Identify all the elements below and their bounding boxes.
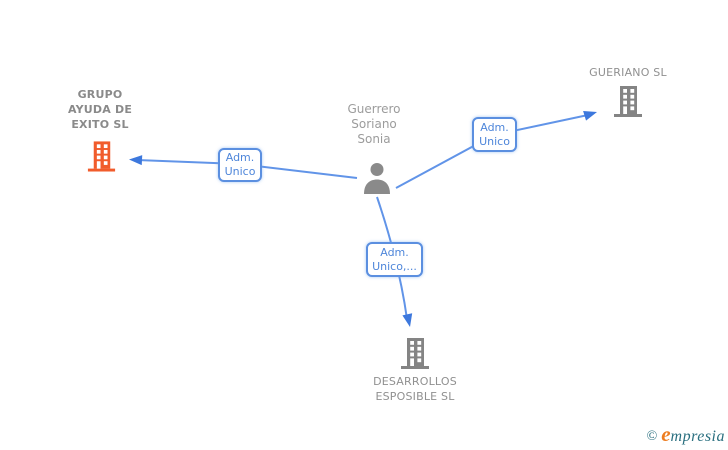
edge-label-adm-unico-gueriano[interactable]: Adm. Unico (472, 117, 517, 152)
person-icon[interactable] (361, 162, 393, 198)
node-label-gueriano[interactable]: GUERIANO SL (568, 65, 688, 80)
building-icon[interactable] (85, 139, 118, 176)
edge-label-adm-unico-grupo[interactable]: Adm. Unico (218, 148, 262, 182)
node-label-grupo-ayuda[interactable]: GRUPO AYUDA DE EXITO SL (40, 87, 160, 132)
edge-label-line: Unico (479, 134, 510, 148)
arrowhead (583, 111, 597, 121)
node-label-line: Sonia (357, 132, 391, 146)
node-label-line: GRUPO (77, 88, 123, 101)
edge-label-line: Adm. (225, 151, 255, 164)
edge-label-line: Adm. (380, 245, 409, 259)
arrowhead (129, 155, 143, 166)
edge-label-line: Unico (224, 165, 256, 178)
node-label-line: Guerrero (347, 102, 401, 116)
edge-label-line: Unico,... (372, 259, 417, 273)
node-label-line: AYUDA DE (67, 103, 133, 116)
node-label-desarrollos[interactable]: DESARROLLOS ESPOSIBLE SL (355, 374, 475, 404)
brand-initial: e (661, 422, 671, 446)
edge-label-adm-unico-desarrollos[interactable]: Adm. Unico,... (366, 242, 423, 277)
node-label-guerrero[interactable]: Guerrero Soriano Sonia (314, 102, 434, 147)
node-label-line: Soriano (351, 117, 397, 131)
node-label-line: EXITO SL (71, 118, 129, 131)
copyright-symbol: © (646, 429, 658, 444)
empresia-logo[interactable]: ©empresia (647, 422, 725, 447)
node-label-line: ESPOSIBLE SL (375, 390, 455, 403)
brand-name: mpresia (670, 428, 725, 445)
building-icon[interactable] (398, 336, 432, 373)
edge-label-line: Adm. (480, 120, 509, 134)
arrowhead (402, 313, 413, 327)
node-label-line: DESARROLLOS (373, 375, 457, 388)
building-icon[interactable] (611, 84, 645, 121)
node-label-line: GUERIANO SL (589, 66, 667, 79)
